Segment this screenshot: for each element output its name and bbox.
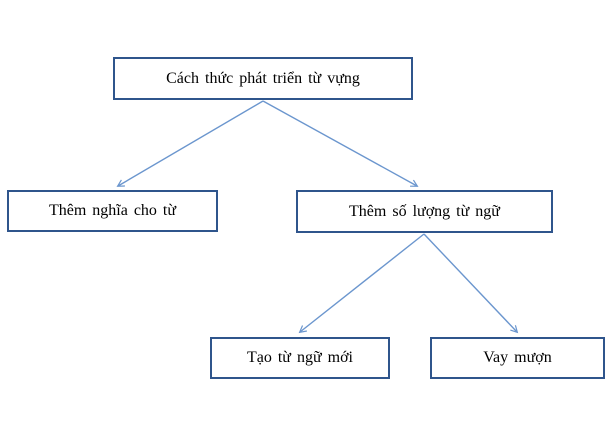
node-vay-muon-label: Vay mượn [483, 349, 552, 367]
node-vay-muon: Vay mượn [430, 337, 605, 379]
edge-them-so-luong-to-vay-muon [423, 233, 517, 332]
node-them-so-luong: Thêm số lượng từ ngữ [296, 190, 553, 233]
node-them-nghia: Thêm nghĩa cho từ [7, 190, 218, 232]
node-root-label: Cách thức phát triển từ vựng [166, 69, 360, 87]
node-them-so-luong-label: Thêm số lượng từ ngữ [349, 202, 500, 220]
edge-them-so-luong-to-tao-tu-ngu [300, 233, 425, 332]
edge-root-to-them-so-luong [262, 100, 417, 186]
node-root: Cách thức phát triển từ vựng [113, 57, 413, 100]
edge-root-to-them-nghia [118, 100, 264, 186]
node-tao-tu-ngu-label: Tạo từ ngữ mới [246, 349, 353, 367]
node-tao-tu-ngu: Tạo từ ngữ mới [210, 337, 390, 379]
node-them-nghia-label: Thêm nghĩa cho từ [48, 202, 177, 220]
